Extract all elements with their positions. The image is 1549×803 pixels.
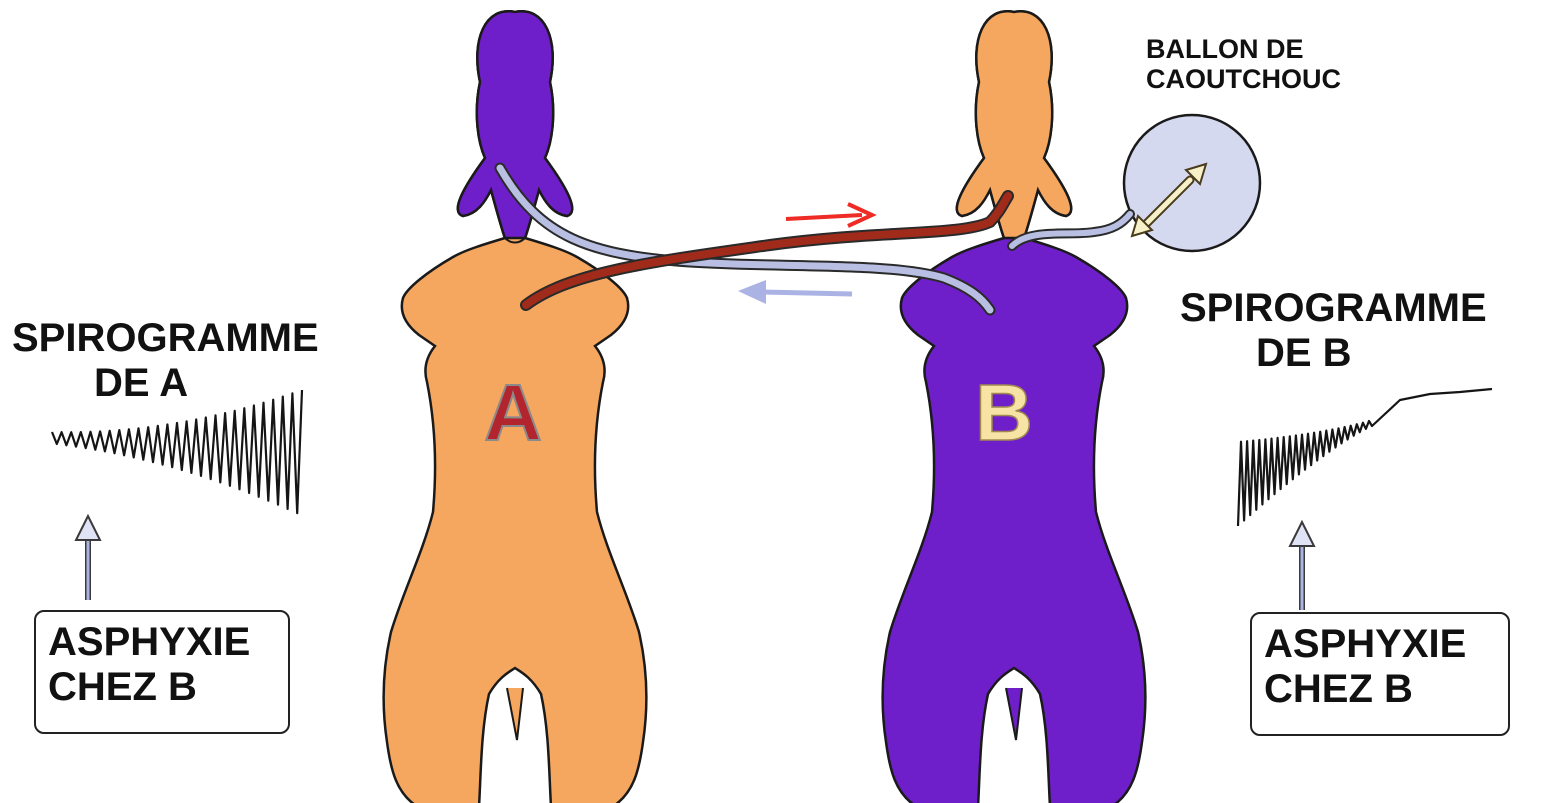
spirogram-b-title-line1: SPIROGRAMME [1180, 286, 1487, 331]
asphyxie-a-line1: ASPHYXIE [48, 620, 288, 665]
spirogram-b-title-line2: DE B [1180, 331, 1487, 376]
rubber-balloon [1124, 115, 1260, 251]
asphyxie-b-line2: CHEZ B [1264, 667, 1508, 712]
dog-a-letter: A [484, 368, 542, 457]
asphyxie-box-b: ASPHYXIE CHEZ B [1250, 612, 1510, 736]
spirogram-b-title: SPIROGRAMME DE B [1180, 286, 1487, 376]
dog-a-head [458, 11, 572, 238]
up-arrow-icon [1290, 522, 1314, 610]
spirogram-a-title-line2: DE A [12, 361, 319, 406]
spirogram-b-trace [1238, 389, 1492, 526]
blue-flow-arrow-icon [738, 280, 852, 304]
red-flow-arrow-icon [786, 204, 872, 226]
balloon-label-line2: CAOUTCHOUC [1146, 64, 1341, 94]
spirogram-a-title-line1: SPIROGRAMME [12, 316, 319, 361]
dog-b-letter: B [975, 368, 1033, 457]
asphyxie-box-a: ASPHYXIE CHEZ B [34, 610, 290, 734]
spirogram-a-trace [52, 390, 302, 513]
balloon-label: BALLON DE CAOUTCHOUC [1146, 34, 1341, 94]
asphyxie-b-line1: ASPHYXIE [1264, 622, 1508, 667]
spirogram-a-title: SPIROGRAMME DE A [12, 316, 319, 406]
dog-b-head [957, 11, 1071, 238]
up-arrow-icon [76, 516, 100, 600]
asphyxie-a-line2: CHEZ B [48, 665, 288, 710]
balloon-label-line1: BALLON DE [1146, 34, 1341, 64]
